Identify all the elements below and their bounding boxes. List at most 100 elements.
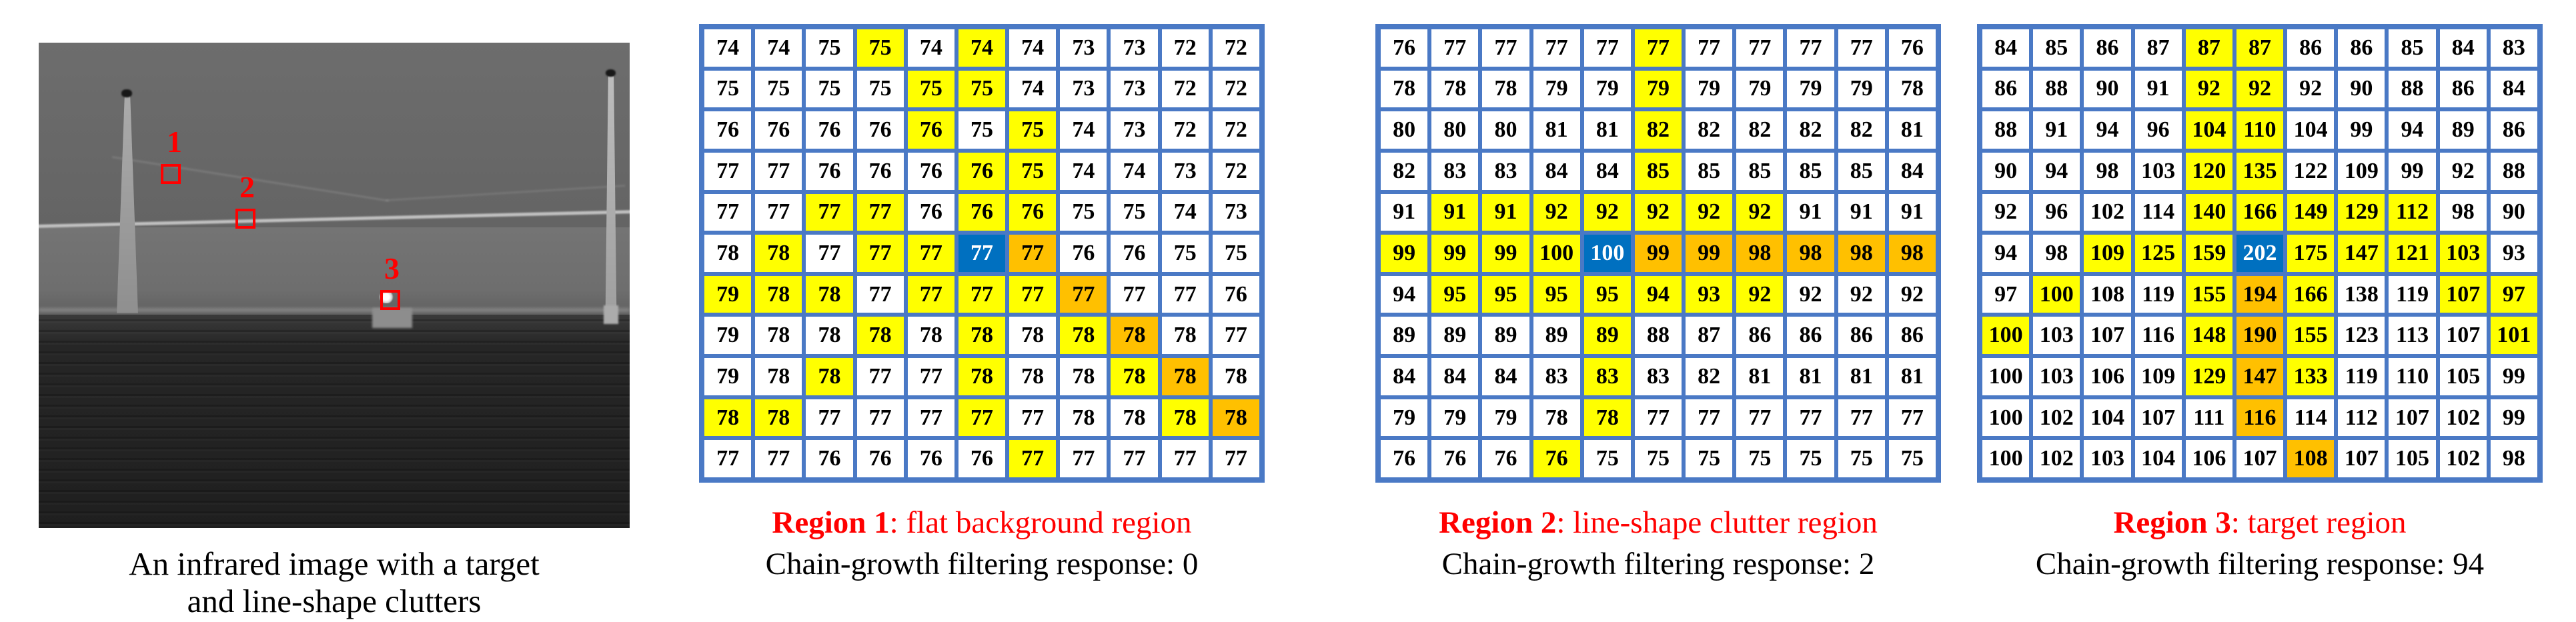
grid-cell: 75 bbox=[1686, 440, 1733, 477]
grid-cell: 97 bbox=[2490, 275, 2537, 313]
grid-cell: 76 bbox=[907, 152, 954, 190]
grid-cell: 83 bbox=[1431, 152, 1479, 190]
grid-cell: 92 bbox=[2236, 70, 2284, 108]
grid-cell: 78 bbox=[1161, 358, 1209, 395]
grid-cell: 76 bbox=[856, 152, 904, 190]
grid-cell: 83 bbox=[1583, 358, 1631, 395]
grid-cell: 92 bbox=[1583, 193, 1631, 231]
grid-cell: 104 bbox=[2084, 399, 2131, 437]
grid-cell: 77 bbox=[907, 275, 954, 313]
grid-cell: 79 bbox=[1736, 70, 1784, 108]
grid-cell: 72 bbox=[1161, 111, 1209, 149]
region-3-title: Region 3: target region bbox=[1977, 505, 2543, 540]
grid-cell: 75 bbox=[1212, 235, 1259, 272]
grid-cell: 91 bbox=[2033, 111, 2080, 149]
grid-cell: 77 bbox=[1482, 29, 1529, 67]
marker-label-3: 3 bbox=[384, 251, 400, 285]
grid-cell: 82 bbox=[1634, 111, 1682, 149]
grid-cell: 73 bbox=[1161, 152, 1209, 190]
grid-cell: 84 bbox=[1533, 152, 1580, 190]
region-1-title-rest: : flat background region bbox=[889, 505, 1192, 540]
grid-cell: 82 bbox=[1686, 358, 1733, 395]
grid-cell: 94 bbox=[1982, 235, 2030, 272]
grid-cell: 103 bbox=[2084, 440, 2131, 477]
grid-cell: 77 bbox=[1736, 399, 1784, 437]
grid-cell: 86 bbox=[1838, 317, 1885, 355]
grid-cell: 77 bbox=[1736, 29, 1784, 67]
grid-cell: 75 bbox=[1161, 235, 1209, 272]
grid-cell: 86 bbox=[1982, 70, 2030, 108]
water-streaks bbox=[39, 319, 630, 528]
grid-cell: 84 bbox=[2439, 29, 2487, 67]
region-2-title-rest: : line-shape clutter region bbox=[1556, 505, 1878, 540]
grid-cell: 108 bbox=[2084, 275, 2131, 313]
grid-cell: 85 bbox=[1634, 152, 1682, 190]
grid-cell: 107 bbox=[2084, 317, 2131, 355]
grid-cell: 72 bbox=[1161, 29, 1209, 67]
grid-cell: 77 bbox=[958, 235, 1006, 272]
grid-cell: 81 bbox=[1787, 358, 1834, 395]
grid-cell: 99 bbox=[1482, 235, 1529, 272]
grid-cell: 82 bbox=[1736, 111, 1784, 149]
grid-cell: 78 bbox=[1381, 70, 1428, 108]
grid-cell: 77 bbox=[1060, 275, 1107, 313]
grid-cell: 77 bbox=[1161, 275, 1209, 313]
grid-cell: 78 bbox=[1060, 358, 1107, 395]
grid-cell: 100 bbox=[1982, 440, 2030, 477]
grid-cell: 79 bbox=[1634, 70, 1682, 108]
grid-cell: 78 bbox=[1060, 399, 1107, 437]
grid-cell: 80 bbox=[1431, 111, 1479, 149]
marker-box-2 bbox=[235, 209, 255, 229]
grid-cell: 77 bbox=[856, 399, 904, 437]
grid-cell: 98 bbox=[2033, 235, 2080, 272]
grid-cell: 77 bbox=[856, 193, 904, 231]
grid-cell: 77 bbox=[1583, 29, 1631, 67]
grid-cell: 77 bbox=[1009, 399, 1057, 437]
grid-cell: 79 bbox=[1482, 399, 1529, 437]
grid-cell: 92 bbox=[2439, 152, 2487, 190]
grid-cell: 89 bbox=[1533, 317, 1580, 355]
grid-cell: 74 bbox=[907, 29, 954, 67]
grid-cell: 77 bbox=[1634, 399, 1682, 437]
grid-cell: 99 bbox=[2338, 111, 2385, 149]
grid-cell: 76 bbox=[806, 440, 853, 477]
grid-cell: 77 bbox=[1111, 440, 1158, 477]
grid-cell: 91 bbox=[1888, 193, 1936, 231]
grid-cell: 78 bbox=[1009, 317, 1057, 355]
grid-cell: 98 bbox=[2084, 152, 2131, 190]
region-3-title-bold: Region 3 bbox=[2113, 505, 2231, 540]
grid-cell: 84 bbox=[1482, 358, 1529, 395]
grid-cell: 112 bbox=[2389, 193, 2436, 231]
grid-cell: 87 bbox=[2185, 29, 2232, 67]
grid-cell: 112 bbox=[2338, 399, 2385, 437]
grid-cell: 77 bbox=[704, 193, 752, 231]
grid-cell: 96 bbox=[2134, 111, 2182, 149]
grid-cell: 76 bbox=[1431, 440, 1479, 477]
grid-cell: 74 bbox=[704, 29, 752, 67]
grid-cell: 78 bbox=[1009, 358, 1057, 395]
grid-cell: 104 bbox=[2134, 440, 2182, 477]
grid-cell: 114 bbox=[2287, 399, 2335, 437]
region-2-response: Chain-growth filtering response: 2 bbox=[1441, 547, 1875, 581]
grid-cell: 75 bbox=[1736, 440, 1784, 477]
grid-cell: 76 bbox=[1212, 275, 1259, 313]
grid-cell: 78 bbox=[856, 317, 904, 355]
grid-cell: 76 bbox=[1381, 440, 1428, 477]
grid-cell: 75 bbox=[958, 70, 1006, 108]
grid-cell: 107 bbox=[2439, 275, 2487, 313]
grid-cell: 84 bbox=[1982, 29, 2030, 67]
grid-cell: 76 bbox=[704, 111, 752, 149]
grid-cell: 80 bbox=[1482, 111, 1529, 149]
grid-cell: 87 bbox=[2236, 29, 2284, 67]
grid-cell: 88 bbox=[2490, 152, 2537, 190]
sky-layer bbox=[39, 43, 630, 227]
grid-cell: 82 bbox=[1838, 111, 1885, 149]
grid-cell: 100 bbox=[1982, 399, 2030, 437]
grid-cell: 98 bbox=[1838, 235, 1885, 272]
grid-cell: 101 bbox=[2490, 317, 2537, 355]
grid-cell: 78 bbox=[755, 358, 802, 395]
grid-cell: 77 bbox=[856, 358, 904, 395]
grid-cell: 78 bbox=[755, 317, 802, 355]
grid-cell: 110 bbox=[2236, 111, 2284, 149]
